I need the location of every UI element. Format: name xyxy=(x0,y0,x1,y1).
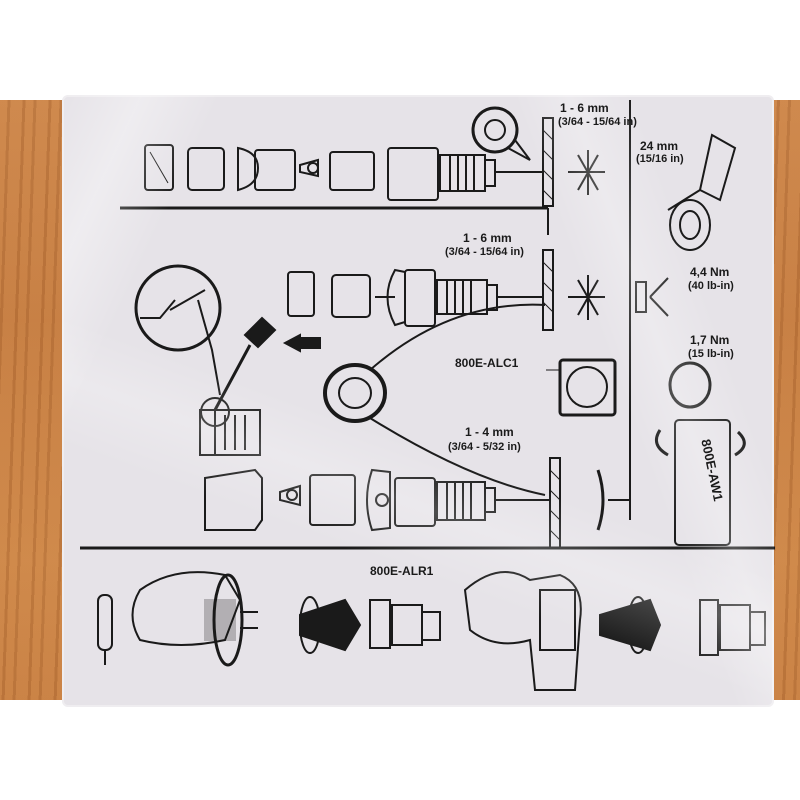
legend-ring xyxy=(323,363,387,423)
label-torque-2-lb: (15 lb-in) xyxy=(688,348,734,360)
label-gap-top-mm: 1 - 6 mm xyxy=(560,101,609,115)
alignment-star-top xyxy=(568,150,605,195)
row2-components xyxy=(287,268,543,327)
label-gap-mid-in: (3/64 - 15/64 in) xyxy=(445,246,524,258)
label-torque-1-lb: (40 lb-in) xyxy=(688,280,734,292)
row3-components xyxy=(204,468,550,532)
label-torque-2: 1,7 Nm xyxy=(690,333,730,347)
magnifier-left xyxy=(134,264,222,352)
panel-top xyxy=(542,117,554,207)
latch-drawing xyxy=(199,397,261,456)
top-white-background xyxy=(0,0,800,100)
screwdriver-drawing xyxy=(213,316,277,411)
panel-low xyxy=(549,457,561,549)
label-torque-1: 4,4 Nm xyxy=(690,265,730,279)
aw1-tool xyxy=(654,419,746,546)
label-wrench-in: (15/16 in) xyxy=(636,153,684,165)
label-gap-low-mm: 1 - 4 mm xyxy=(465,425,514,439)
panel-mid xyxy=(542,249,554,331)
label-part-alc1: 800E-ALC1 xyxy=(455,356,519,370)
label-part-alr1: 800E-ALR1 xyxy=(370,564,434,578)
lock-washer xyxy=(668,361,712,409)
row1-components xyxy=(144,144,496,201)
wrench-drawing xyxy=(667,133,737,251)
label-wrench-mm: 24 mm xyxy=(640,139,679,153)
label-gap-top-in: (3/64 - 15/64 in) xyxy=(558,116,637,128)
label-gap-mid-mm: 1 - 6 mm xyxy=(463,231,512,245)
gasket-square xyxy=(558,358,617,417)
alignment-star-mid xyxy=(568,275,605,320)
bottom-row-drawings xyxy=(97,571,766,691)
label-gap-low-in: (3/64 - 5/32 in) xyxy=(448,441,521,453)
bottom-white-background xyxy=(0,700,800,800)
